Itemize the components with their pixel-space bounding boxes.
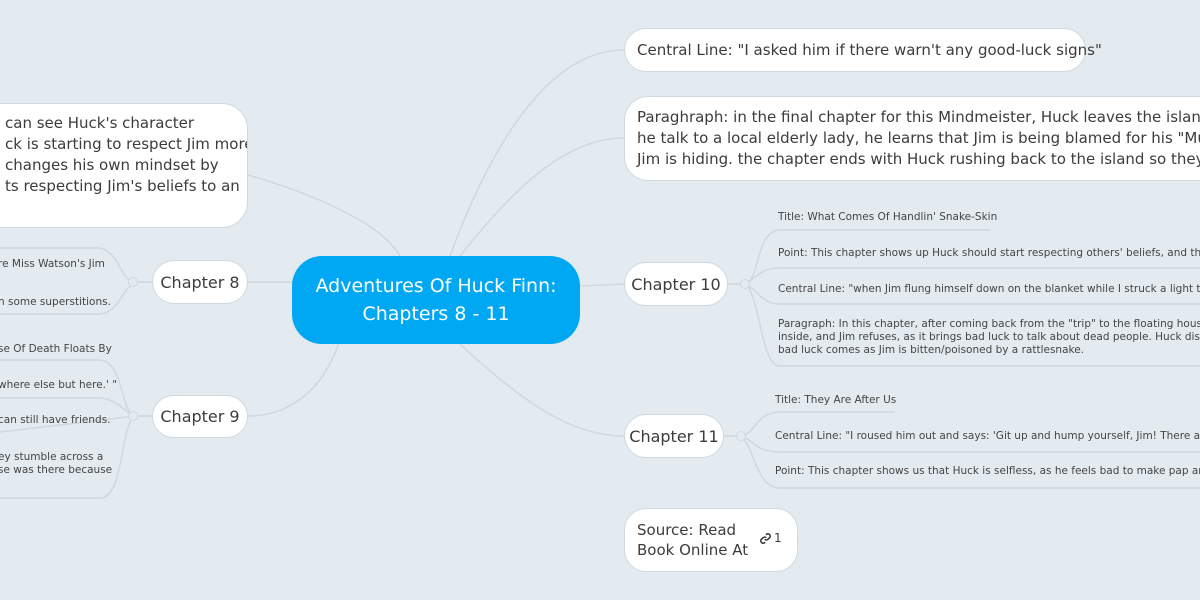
chapter-10-leaf[interactable]: Paragraph: In this chapter, after coming… — [778, 318, 1200, 330]
chapter-10-leaf[interactable]: Point: This chapter shows up Huck should… — [778, 247, 1200, 259]
central-topic-line: Adventures Of Huck Finn: — [315, 275, 557, 297]
chapter-10-leaf[interactable]: Title: What Comes Of Handlin' Snake-Skin — [778, 211, 998, 223]
source-line: Book Online At — [637, 541, 749, 559]
chapter-10-label: Chapter 10 — [631, 274, 721, 294]
chapter-11-leaf[interactable]: Point: This chapter shows us that Huck i… — [775, 465, 1200, 477]
source-node[interactable]: Source: Read Book Online At 1 — [624, 508, 798, 572]
chapter-9-node[interactable]: Chapter 9 — [152, 395, 248, 438]
collapse-toggle[interactable] — [128, 277, 138, 287]
chapter-8-label: Chapter 8 — [160, 272, 240, 292]
left-paragraph-line: changes his own mindset by — [5, 156, 219, 174]
left-paragraph-line: ts respecting Jim's beliefs to an — [5, 177, 240, 195]
paraghraph-node[interactable]: Paraghraph: in the final chapter for thi… — [624, 96, 1200, 181]
left-paragraph-node[interactable]: can see Huck's character ck is starting … — [0, 103, 248, 228]
chapter-9-leaf[interactable]: se was there because — [0, 464, 113, 476]
chapter-10-leaf[interactable]: Central Line: "when Jim flung himself do… — [778, 283, 1200, 295]
collapse-toggle[interactable] — [740, 279, 750, 289]
collapse-toggle[interactable] — [736, 431, 746, 441]
paraghraph-line: he talk to a local elderly lady, he lear… — [637, 129, 1200, 147]
source-line: Source: Read — [637, 521, 737, 539]
chapter-11-node[interactable]: Chapter 11 — [624, 414, 724, 458]
link-icon — [760, 532, 771, 544]
chapter-10-node[interactable]: Chapter 10 — [624, 262, 728, 306]
chapter-8-leaf[interactable]: n some superstitions. — [0, 296, 111, 308]
chapter-9-leaf[interactable]: can still have friends. — [0, 414, 111, 426]
central-line-node[interactable]: Central Line: "I asked him if there warn… — [624, 28, 1102, 72]
chapter-11-leaf[interactable]: Central Line: "I roused him out and says… — [775, 430, 1200, 442]
left-paragraph-line: can see Huck's character — [5, 114, 195, 132]
paraghraph-line: Paraghraph: in the final chapter for thi… — [637, 108, 1200, 126]
chapter-9-leaf[interactable]: ey stumble across a — [0, 451, 104, 463]
chapter-10-leaf[interactable]: inside, and Jim refuses, as it brings ba… — [778, 331, 1200, 343]
chapter-9-leaf[interactable]: where else but here.' " — [0, 379, 118, 391]
link-badge[interactable]: 1 — [759, 531, 782, 545]
chapter-10-leaf[interactable]: bad luck comes as Jim is bitten/poisoned… — [778, 344, 1085, 356]
chapter-8-node[interactable]: Chapter 8 — [152, 260, 248, 304]
chapter-9-leaf[interactable]: se Of Death Floats By — [0, 343, 112, 355]
central-topic-line: Chapters 8 - 11 — [362, 303, 510, 325]
chapter-9-label: Chapter 9 — [160, 407, 240, 426]
chapter-11-label: Chapter 11 — [629, 426, 719, 446]
left-paragraph-line: ck is starting to respect Jim more — [5, 135, 248, 153]
chapter-8-leaf[interactable]: re Miss Watson's Jim — [0, 258, 105, 270]
collapse-toggle[interactable] — [128, 411, 138, 421]
chapter-11-leaf[interactable]: Title: They Are After Us — [775, 394, 897, 406]
paraghraph-line: Jim is hiding. the chapter ends with Huc… — [637, 150, 1200, 168]
central-line-text: Central Line: "I asked him if there warn… — [637, 41, 1102, 59]
link-count: 1 — [774, 531, 782, 545]
central-topic[interactable]: Adventures Of Huck Finn: Chapters 8 - 11 — [292, 256, 580, 344]
